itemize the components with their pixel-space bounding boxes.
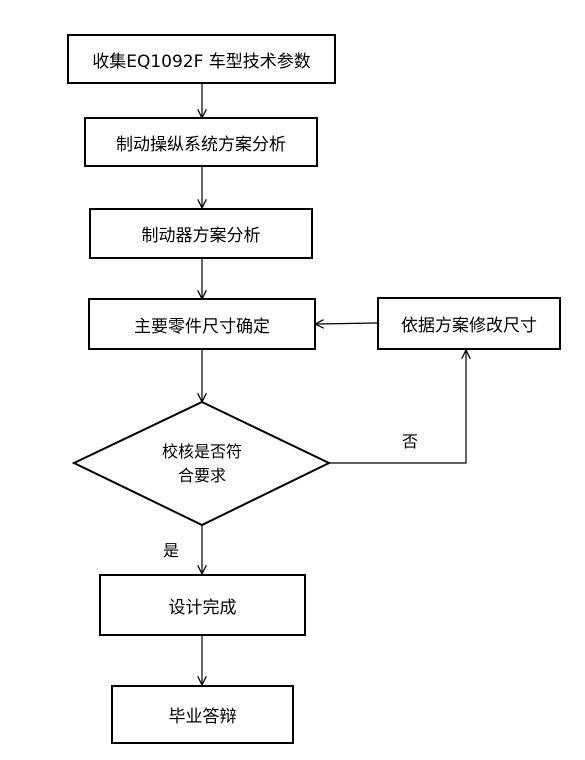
- step-dimension-determination-label: 主要零件尺寸确定: [134, 316, 270, 337]
- step-modify-dimensions-label: 依据方案修改尺寸: [401, 316, 537, 336]
- step-design-complete: 设计完成: [99, 574, 306, 636]
- step-collect-parameters: 收集EQ1092F 车型技术参数: [67, 34, 336, 84]
- check-decision-label-line2: 合要求: [177, 466, 226, 485]
- arrow-modify-to-dimension: [316, 323, 378, 324]
- step-brake-control-analysis-label: 制动操纵系统方案分析: [116, 134, 286, 155]
- check-decision-label-line1: 校核是否符: [161, 442, 242, 461]
- arrow-check-no-to-modify: [329, 351, 466, 464]
- check-decision-label: 校核是否符 合要求: [142, 440, 262, 488]
- step-brake-scheme-analysis: 制动器方案分析: [89, 208, 313, 259]
- step-brake-control-analysis: 制动操纵系统方案分析: [84, 117, 318, 167]
- step-collect-parameters-label: 收集EQ1092F 车型技术参数: [92, 51, 311, 72]
- step-brake-scheme-analysis-label: 制动器方案分析: [141, 226, 261, 246]
- step-graduation-defense: 毕业答辩: [111, 685, 294, 744]
- step-design-complete-label: 设计完成: [168, 597, 237, 618]
- step-graduation-defense-label: 毕业答辩: [168, 707, 237, 727]
- step-dimension-determination: 主要零件尺寸确定: [88, 298, 316, 350]
- branch-yes-label: 是: [163, 541, 180, 560]
- step-modify-dimensions: 依据方案修改尺寸: [377, 297, 561, 350]
- check-decision-diamond: [71, 400, 332, 527]
- branch-no-label: 否: [402, 432, 419, 451]
